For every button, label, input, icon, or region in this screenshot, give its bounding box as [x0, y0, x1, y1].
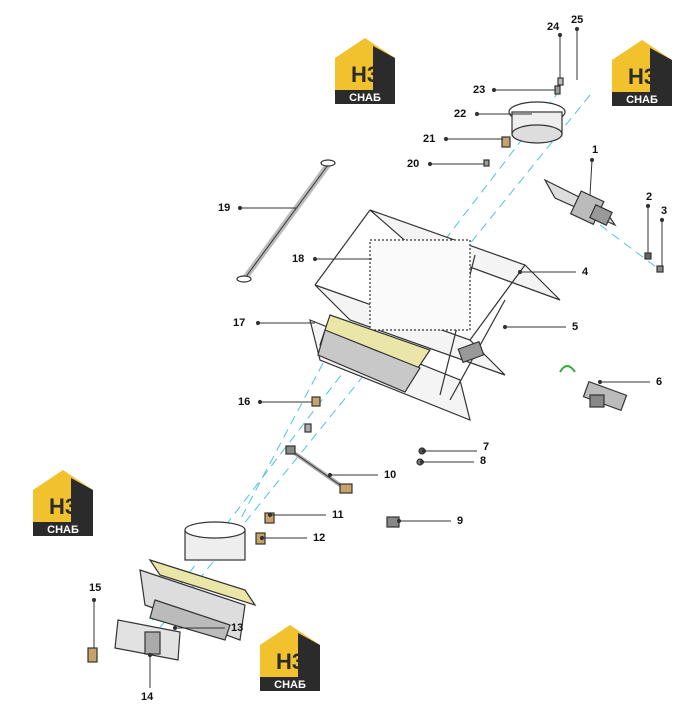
callout-label-18: 18 [292, 253, 304, 265]
part-1-valve [543, 178, 617, 227]
callout-label-5: 5 [572, 321, 578, 333]
part-13-gearbox [139, 521, 257, 641]
leader-dot-22 [474, 111, 480, 117]
leader-dot-17 [255, 320, 261, 326]
drum-frame [309, 209, 561, 421]
part-21-bolt [501, 136, 511, 148]
leader-dot-12 [259, 535, 265, 541]
part-24-screw [557, 77, 564, 86]
logo-caption: СНАБ [47, 524, 79, 536]
callout-label-9: 9 [457, 515, 463, 527]
callout-label-22: 22 [454, 108, 466, 120]
leader-dot-13 [172, 625, 178, 631]
leader-dot-16 [257, 399, 263, 405]
callout-label-20: 20 [407, 158, 419, 170]
callout-label-19: 19 [218, 202, 230, 214]
callout-label-7: 7 [483, 441, 489, 453]
part-14-bracket [114, 619, 181, 661]
leader-dot-6 [597, 379, 603, 385]
logo-caption: СНАБ [349, 92, 381, 104]
leader-dot-20 [427, 161, 433, 167]
leader-dot-9 [396, 518, 402, 524]
logo-caption: СНАБ [626, 94, 658, 106]
leader-dot-7 [421, 448, 427, 454]
part-16-bolt [311, 396, 321, 407]
part-19-rod [236, 159, 336, 283]
part-20-pin [483, 159, 490, 167]
callout-label-25: 25 [571, 14, 583, 26]
callout-label-3: 3 [661, 205, 667, 217]
callout-label-6: 6 [656, 376, 662, 388]
leader-dot-10 [327, 472, 333, 478]
leader-lines [91, 26, 665, 688]
leader-line-1 [589, 159, 593, 196]
leader-dot-15 [91, 597, 97, 603]
leader-dot-4 [517, 269, 523, 275]
leader-dot-3 [659, 217, 665, 223]
callout-label-8: 8 [480, 455, 486, 467]
leader-dot-11 [267, 512, 273, 518]
callout-label-2: 2 [646, 191, 652, 203]
callout-label-12: 12 [313, 532, 325, 544]
leader-dot-8 [419, 459, 425, 465]
leader-dot-14 [147, 652, 153, 658]
leader-dot-5 [502, 324, 508, 330]
callout-label-24: 24 [547, 21, 560, 33]
callout-label-16: 16 [238, 396, 250, 408]
part-15-bolt [87, 647, 98, 663]
leader-dot-21 [443, 136, 449, 142]
leader-dot-25 [574, 26, 580, 32]
leader-dot-1 [589, 157, 595, 163]
part-3-bolt [656, 265, 664, 273]
callout-label-11: 11 [332, 509, 344, 521]
leader-dot-24 [557, 32, 563, 38]
callout-label-1: 1 [592, 144, 598, 156]
logo-mark: H3 [276, 649, 304, 674]
part-10-shaft [285, 445, 353, 494]
leader-dot-2 [645, 203, 651, 209]
logo-mark: H3 [351, 62, 379, 87]
callout-label-23: 23 [473, 84, 485, 96]
callout-labels: 1234567891011121314151617181920212223242… [89, 14, 667, 703]
part-16-washer [304, 423, 312, 433]
callout-label-21: 21 [423, 133, 435, 145]
part-22-cap [508, 101, 566, 144]
callout-label-13: 13 [231, 622, 243, 634]
part-6-sensor [559, 365, 628, 412]
callout-label-15: 15 [89, 582, 101, 594]
leader-dot-23 [491, 87, 497, 93]
logo-caption: СНАБ [274, 679, 306, 691]
leader-dot-18 [312, 256, 318, 262]
callout-label-17: 17 [233, 317, 245, 329]
part-2-bolt [644, 252, 652, 260]
logo-mark: H3 [49, 494, 77, 519]
part-drawings [87, 77, 664, 663]
leader-dot-19 [237, 205, 243, 211]
callout-label-14: 14 [141, 691, 154, 703]
callout-label-4: 4 [582, 266, 589, 278]
callout-label-10: 10 [384, 469, 396, 481]
logo-mark: H3 [628, 64, 656, 89]
